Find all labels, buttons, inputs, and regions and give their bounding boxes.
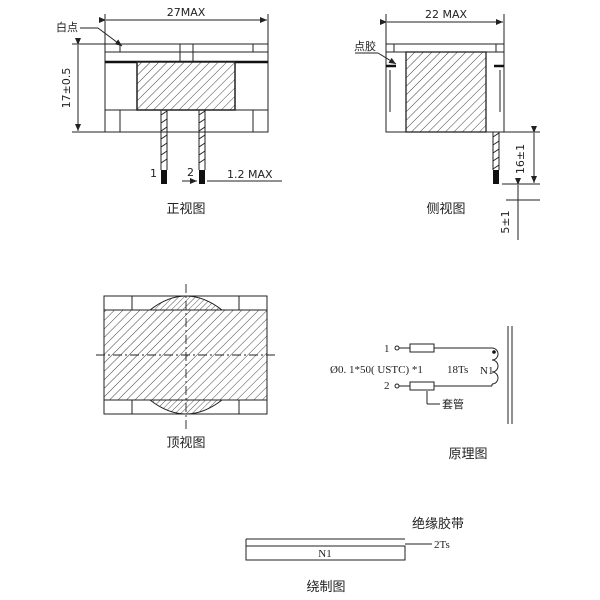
front-pins <box>160 110 206 184</box>
side-width-dim: 22 MAX <box>425 8 468 21</box>
side-pin-length-dim: 16±1 <box>514 144 527 174</box>
winding-diagram-caption: 绕制图 <box>306 580 345 595</box>
front-pin2-label: 2 <box>187 166 194 179</box>
sleeve-label: 套管 <box>442 397 464 411</box>
polarity-dot <box>492 350 496 354</box>
tape-turns: 2Ts <box>434 539 450 551</box>
winding-layer-label: N1 <box>318 548 331 560</box>
schematic-pin1-label: 1 <box>384 343 390 355</box>
white-dot-label: 白点 <box>56 20 78 34</box>
glue-label: 点胶 <box>354 39 376 53</box>
side-offset-dim: 5±1 <box>499 210 512 233</box>
schematic-turns: 18Ts <box>447 364 468 376</box>
top-view: 顶视图 <box>96 284 278 451</box>
side-view-caption: 侧视图 <box>426 202 465 217</box>
schematic: 1 2 Ø0. 1*50( USTC) *1 18Ts N1 套管 原理图 <box>330 326 513 462</box>
front-winding <box>136 61 236 111</box>
side-view: 22 MAX 点胶 16±1 5±1 侧视图 <box>354 8 540 240</box>
front-height-dim: 17±0.5 <box>60 68 73 109</box>
side-winding <box>405 51 487 133</box>
front-pin1-label: 1 <box>150 167 157 180</box>
top-view-caption: 顶视图 <box>166 436 205 451</box>
sleeve-bottom <box>409 381 435 391</box>
front-view-caption: 正视图 <box>166 202 205 217</box>
winding-layer-n1 <box>245 545 406 561</box>
schematic-winding-label: N1 <box>480 365 493 377</box>
winding-diagram: 绝缘胶带 N1 2Ts 绕制图 <box>245 516 464 595</box>
front-width-dim: 27MAX <box>167 6 206 19</box>
schematic-pin2-label: 2 <box>384 380 390 392</box>
front-core-body <box>104 43 269 133</box>
inductor-coil <box>491 347 499 385</box>
side-pin <box>492 132 500 184</box>
tape-label: 绝缘胶带 <box>412 516 464 532</box>
front-pin-dim: 1.2 MAX <box>227 168 273 181</box>
front-view: 27MAX 17±0.5 白点 <box>56 6 282 217</box>
sleeve-top <box>409 343 435 353</box>
wire-spec: Ø0. 1*50( USTC) *1 <box>330 364 423 376</box>
schematic-caption: 原理图 <box>448 447 487 462</box>
